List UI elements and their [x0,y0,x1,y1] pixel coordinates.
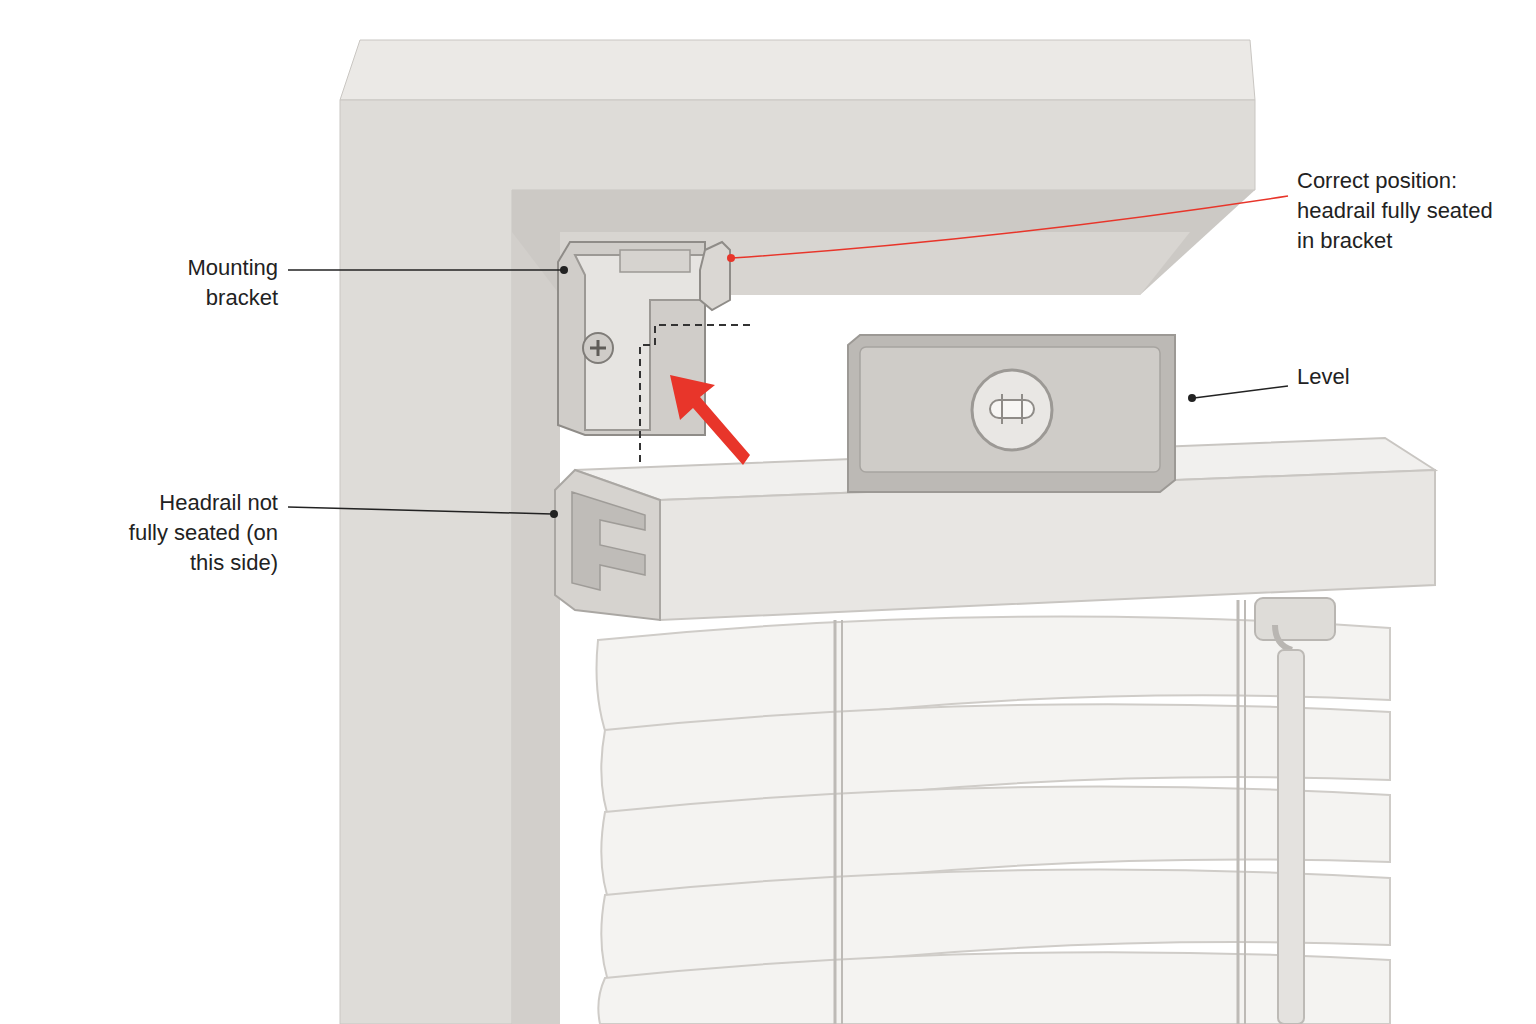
mounting-bracket [558,242,750,465]
callout-label: Mounting bracket [138,253,278,313]
ladder-strings-part [841,620,843,1024]
leader-lines-part [288,269,562,271]
window-frame-part [340,40,1255,100]
callout-label: Correct position: headrail fully seated … [1297,166,1502,256]
callout-label: Level [1297,362,1417,392]
leader-lines-part [727,254,735,262]
ladder-strings [835,600,1245,1024]
leader-lines-part [560,266,568,274]
mounting-bracket-part [583,333,613,363]
level-tool-part [972,370,1052,450]
ladder-strings-part [834,620,837,1024]
tilt-wand-part [1255,598,1335,640]
leader-lines-part [288,507,552,514]
slats [597,616,1391,1024]
headrail-part [555,470,660,620]
slats-part [598,952,1390,1024]
leader-lines-part [732,196,1288,258]
headrail-part [572,492,645,590]
leader-lines [288,196,1288,518]
window-frame-part [512,190,560,1024]
mounting-bracket-part [590,340,606,356]
ladder-strings-part [1244,600,1246,1024]
callout-label: Headrail not fully seated (on this side) [126,488,278,578]
tilt-wand-part [1275,625,1292,650]
level-tool-part [848,335,1175,492]
level-tool-part [1001,394,1003,424]
push-arrow [670,375,750,465]
tilt-wand-part [1278,650,1304,1024]
ladder-strings-part [1237,600,1240,1024]
push-arrow-part [670,375,750,465]
level-tool-part [860,347,1160,472]
level-tool-part [1021,394,1023,424]
level-tool-part [990,400,1034,418]
leader-lines-part [1194,386,1288,398]
level-tool [848,335,1175,492]
tilt-wand [1255,598,1335,1024]
mounting-bracket-part [640,325,750,465]
mounting-bracket-part [700,242,730,310]
mounting-bracket-part [620,250,690,272]
leader-lines-part [1188,394,1196,402]
leader-lines-part [550,510,558,518]
